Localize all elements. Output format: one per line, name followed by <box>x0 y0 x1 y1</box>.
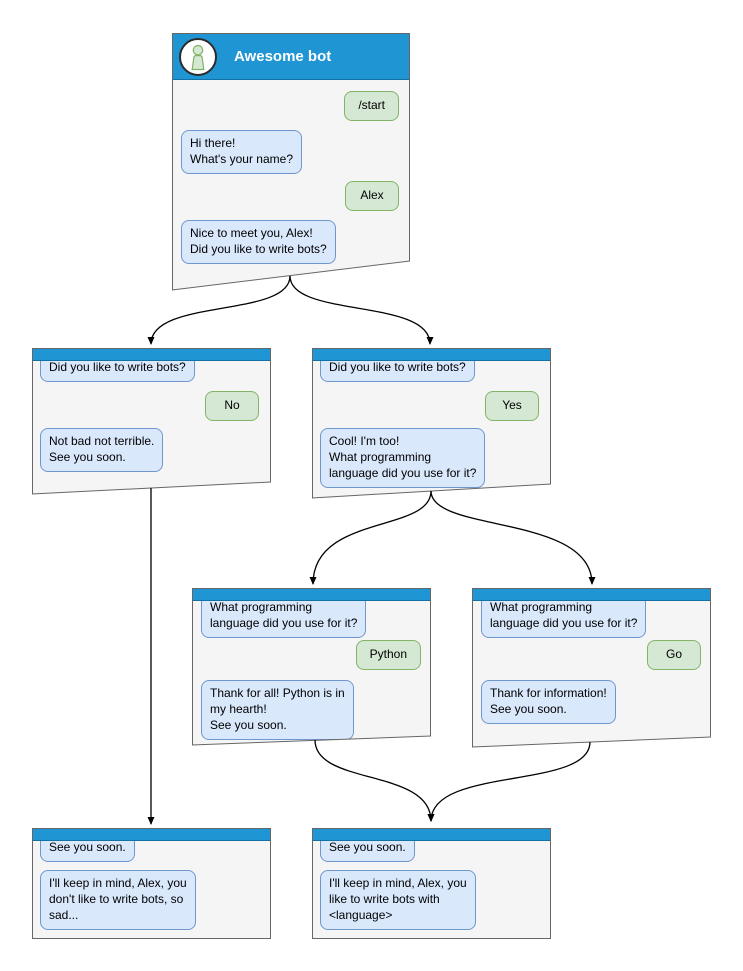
user-message-bubble: /start <box>344 91 399 121</box>
bot-message-bubble: Hi there! What's your name? <box>181 130 303 174</box>
chat-window-titlebar <box>313 349 550 361</box>
bot-message-bubble: Nice to meet you, Alex! Did you like to … <box>181 220 336 264</box>
user-message-bubble: Alex <box>345 181 399 211</box>
chat-window-titlebar <box>473 589 710 601</box>
bot-message-bubble: Cool! I'm too! What programming language… <box>320 428 486 488</box>
chat-window-titlebar <box>33 349 270 361</box>
chat-window-header: Awesome bot <box>173 34 409 80</box>
edge-go-to-end <box>427 741 591 822</box>
chat-window-root: Awesome bot /start Hi there! What's your… <box>172 33 410 290</box>
edge-yes-to-go <box>430 490 596 585</box>
chat-window-yes-branch: Did you like to write bots? Yes Cool! I'… <box>312 348 551 498</box>
chat-window-titlebar <box>33 829 270 841</box>
bot-message-bubble: I'll keep in mind, Alex, you don't like … <box>40 870 196 930</box>
user-message-bubble: No <box>205 391 259 421</box>
user-message-bubble: Go <box>647 640 701 670</box>
user-message-bubble: Yes <box>485 391 539 421</box>
bot-message-bubble: Thank for information! See you soon. <box>481 680 616 724</box>
edge-root-to-no <box>147 275 291 345</box>
chat-window-end-language: See you soon. I'll keep in mind, Alex, y… <box>312 828 551 939</box>
bot-message-bubble: Thank for all! Python is in my hearth! S… <box>201 680 354 740</box>
chat-window-end-no: See you soon. I'll keep in mind, Alex, y… <box>32 828 271 939</box>
chat-window-no-branch: Did you like to write bots? No Not bad n… <box>32 348 271 494</box>
bot-message-bubble: Not bad not terrible. See you soon. <box>40 428 164 472</box>
person-icon <box>191 44 205 70</box>
bot-title: Awesome bot <box>234 48 332 65</box>
edge-root-to-yes <box>289 275 434 345</box>
bot-message-bubble: What programming language did you use fo… <box>201 594 367 638</box>
chat-window-go-branch: What programming language did you use fo… <box>472 588 711 747</box>
bot-avatar <box>179 37 217 76</box>
bot-message-bubble: I'll keep in mind, Alex, you like to wri… <box>320 870 476 930</box>
user-message-bubble: Python <box>355 640 421 670</box>
chat-window-python-branch: What programming language did you use fo… <box>192 588 431 745</box>
edge-yes-to-python <box>309 490 432 585</box>
chat-window-titlebar <box>193 589 430 601</box>
edge-python-to-end <box>314 739 435 822</box>
chat-window-titlebar <box>313 829 550 841</box>
